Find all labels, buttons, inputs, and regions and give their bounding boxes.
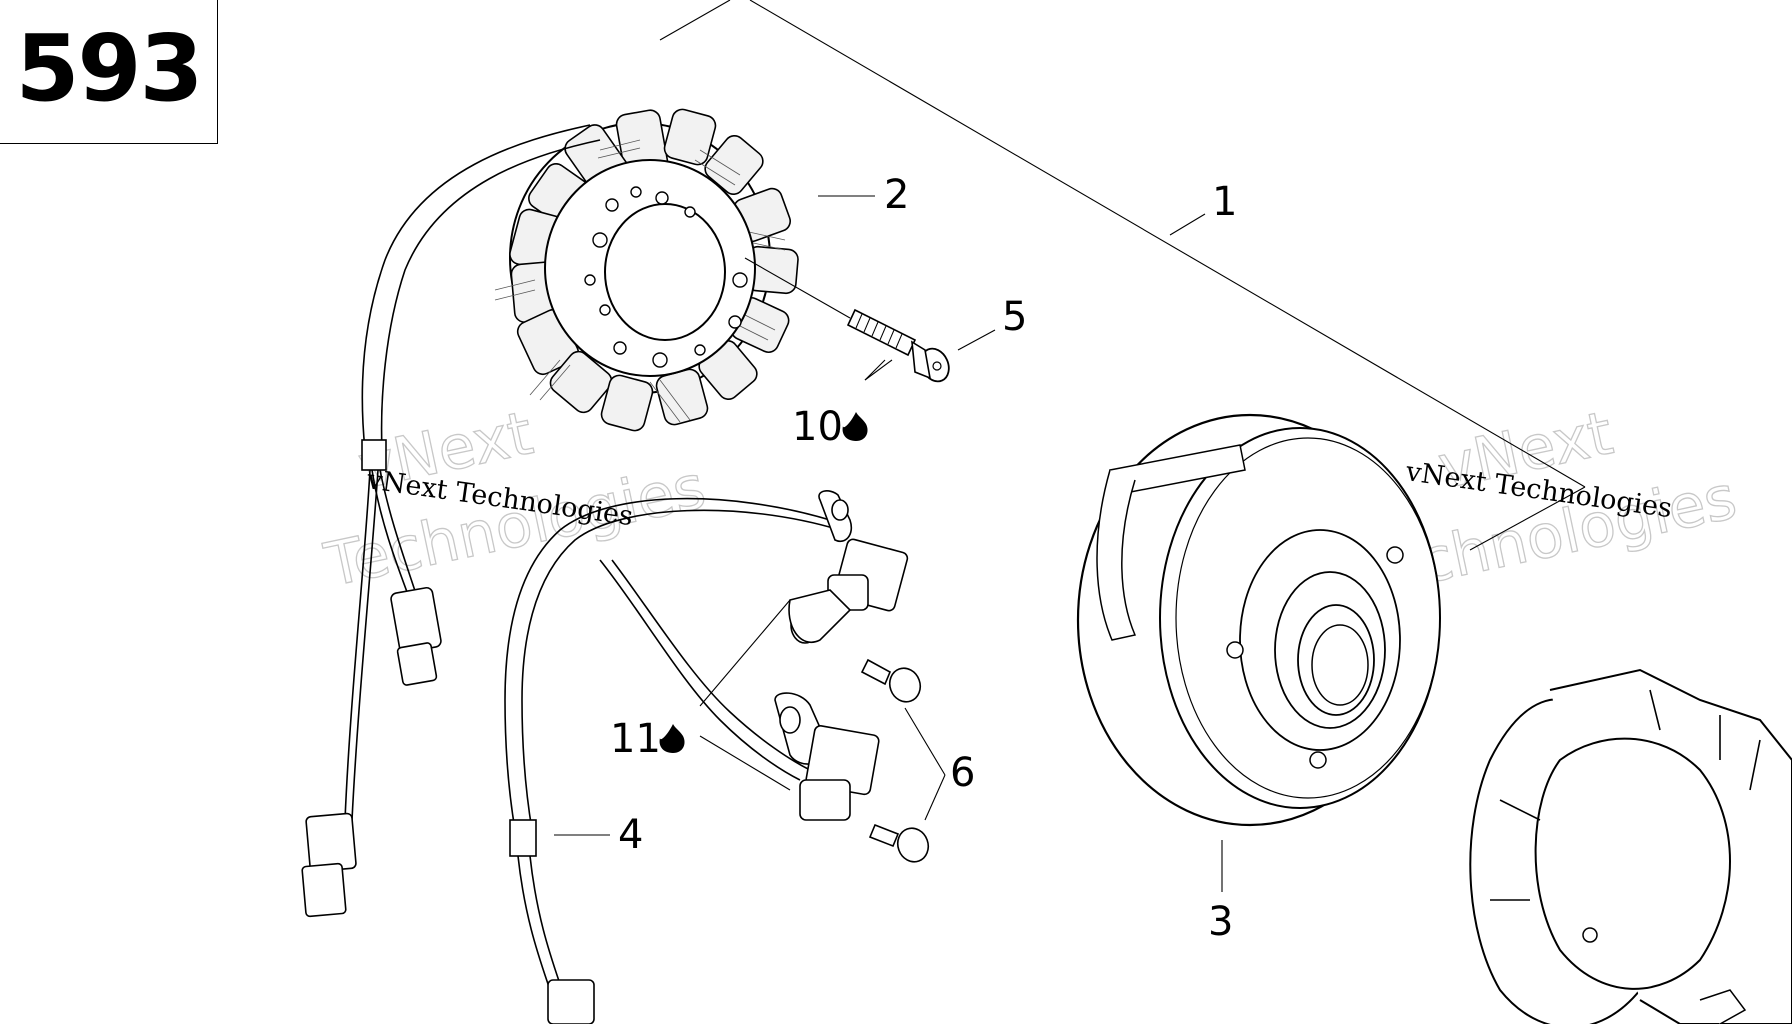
stator-harness <box>301 124 601 918</box>
stator-drawing <box>494 108 799 432</box>
page-number: 593 <box>15 15 203 122</box>
screw-part-5 <box>744 257 950 383</box>
callout-10: 10 <box>792 404 843 450</box>
liquid-drop-icon <box>842 412 868 441</box>
page-number-box: 593 <box>0 0 218 144</box>
callouts: 1 2 3 4 5 6 10 11 <box>610 172 1237 945</box>
callout-11: 11 <box>610 716 661 762</box>
callout-1: 1 <box>1212 179 1237 225</box>
sensor-harness <box>504 490 930 1024</box>
callout-6: 6 <box>950 750 975 796</box>
flywheel-drawing <box>1076 413 1441 827</box>
leader-lines <box>554 195 1223 892</box>
callout-5: 5 <box>1002 294 1027 340</box>
callout-2: 2 <box>884 172 909 218</box>
assembly-bracket <box>659 0 1586 551</box>
liquid-drop-icon <box>659 724 685 753</box>
callout-3: 3 <box>1208 899 1233 945</box>
callout-4: 4 <box>618 812 643 858</box>
starter-ring-drawing <box>1469 668 1792 1024</box>
